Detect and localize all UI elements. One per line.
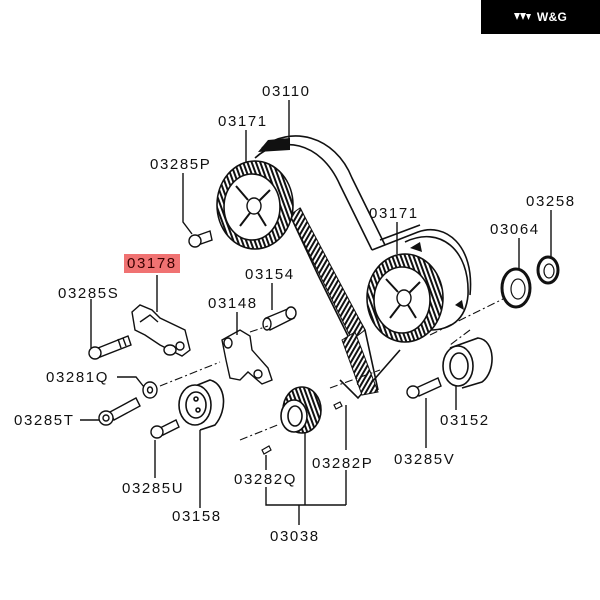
part-label-03285t[interactable]: 03285T	[14, 412, 75, 429]
part-label-03110[interactable]: 03110	[262, 83, 311, 100]
part-label-03171-right[interactable]: 03171	[369, 205, 419, 222]
camshaft-sprocket-right	[366, 235, 469, 343]
bolt-03285s	[88, 335, 132, 360]
idler-pulley-03152	[442, 337, 493, 389]
center-lines	[159, 297, 506, 441]
oil-seal-03258	[536, 255, 560, 285]
auto-tensioner-03178	[131, 304, 191, 357]
part-label-03282q[interactable]: 03282Q	[234, 471, 297, 488]
part-label-03285v[interactable]: 03285V	[394, 451, 456, 468]
part-label-03258[interactable]: 03258	[526, 193, 576, 210]
part-label-03178-highlighted[interactable]: 03178	[124, 254, 180, 273]
leader-lines	[80, 100, 552, 525]
triple-chevron-logo-icon	[513, 13, 532, 21]
bolt-03285u	[150, 419, 180, 439]
pin-03154	[262, 306, 297, 331]
washer-03064	[500, 267, 532, 309]
tensioner-arm-03148	[221, 329, 273, 385]
part-label-03281q[interactable]: 03281Q	[46, 369, 109, 386]
key-03282p	[333, 401, 343, 410]
part-label-03148[interactable]: 03148	[208, 295, 258, 312]
camshaft-sprocket-left	[216, 160, 294, 250]
part-label-03064[interactable]: 03064	[490, 221, 540, 238]
part-label-03171-left[interactable]: 03171	[218, 113, 268, 130]
part-label-03285p[interactable]: 03285P	[150, 156, 212, 173]
brand-name: W&G	[536, 10, 568, 24]
crankshaft-sprocket-03038	[280, 386, 322, 434]
bolt-03285v	[406, 377, 442, 399]
brand-badge: W&G	[481, 0, 600, 34]
bolt-03285t	[98, 397, 141, 426]
part-label-03282p[interactable]: 03282P	[312, 455, 374, 472]
tensioner-pulley-03158	[178, 379, 225, 431]
part-label-03154[interactable]: 03154	[245, 266, 295, 283]
part-label-03285u[interactable]: 03285U	[122, 480, 185, 497]
bolt-03285p	[188, 230, 213, 248]
part-label-03152[interactable]: 03152	[440, 412, 490, 429]
washer-03281q	[142, 381, 158, 399]
key-03282q	[261, 445, 272, 455]
part-label-03158[interactable]: 03158	[172, 508, 222, 525]
belt-teeth	[258, 138, 379, 396]
part-label-03285s[interactable]: 03285S	[58, 285, 120, 302]
part-label-03038[interactable]: 03038	[270, 528, 320, 545]
